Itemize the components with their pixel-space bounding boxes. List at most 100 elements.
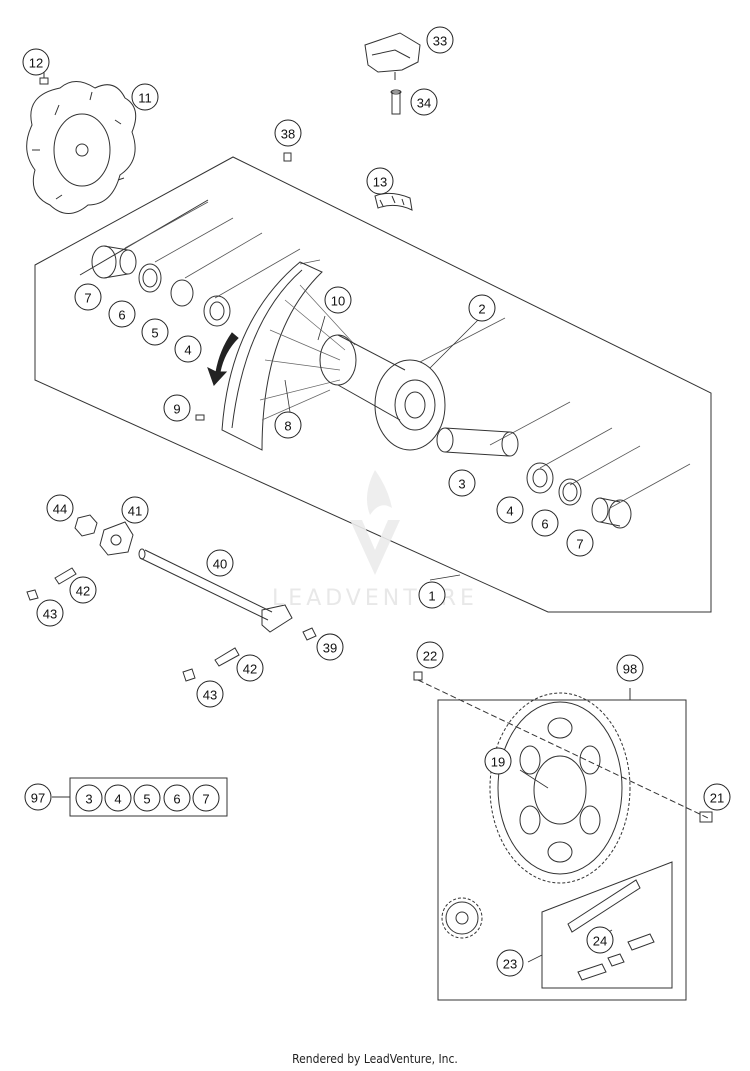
- callout-c23: 23: [496, 949, 524, 977]
- callout-circle: [36, 599, 64, 627]
- callout-circle: [703, 783, 731, 811]
- callout-c43b: 43: [196, 680, 224, 708]
- callout-circle: [206, 549, 234, 577]
- callout-circle: [410, 88, 438, 116]
- callout-label: 2: [478, 302, 485, 317]
- callout-c44: 44: [46, 494, 74, 522]
- callout-c13: 13: [366, 167, 394, 195]
- callout-label: 9: [173, 402, 180, 417]
- chain-kit-box: [541, 861, 673, 989]
- callout-label: 41: [128, 504, 142, 519]
- callout-label: 39: [323, 641, 337, 656]
- callout-c6b: 6: [531, 509, 559, 537]
- callout-c2: 2: [468, 294, 496, 322]
- callout-label: 4: [506, 504, 513, 519]
- callout-k7: 7: [192, 784, 220, 812]
- callout-k5: 5: [133, 784, 161, 812]
- callout-label: 7: [202, 792, 209, 807]
- adjuster-nut-left: [26, 589, 39, 601]
- callout-circle: [496, 496, 524, 524]
- callout-circle: [46, 494, 74, 522]
- callout-circle: [108, 300, 136, 328]
- callout-c98: 98: [616, 654, 644, 682]
- callout-label: 6: [118, 308, 125, 323]
- callout-circle: [484, 747, 512, 775]
- callout-circle: [75, 784, 103, 812]
- callout-circle: [131, 83, 159, 111]
- callout-circle: [236, 654, 264, 682]
- callout-c7a: 7: [74, 283, 102, 311]
- callout-circle: [69, 576, 97, 604]
- axle-cap: [302, 627, 317, 641]
- callout-c6a: 6: [108, 300, 136, 328]
- chain: [567, 879, 655, 981]
- callout-c22: 22: [416, 641, 444, 669]
- left-bearing-leaders: [124, 201, 321, 299]
- callout-c7b: 7: [566, 529, 594, 557]
- callout-c38: 38: [274, 119, 302, 147]
- valve: [195, 414, 205, 421]
- callout-k3: 3: [75, 784, 103, 812]
- callout-circle: [468, 294, 496, 322]
- adjuster-bolt-left: [54, 567, 77, 585]
- callout-circle: [316, 633, 344, 661]
- callout-c42a: 42: [69, 576, 97, 604]
- callout-label: 97: [31, 791, 45, 806]
- hub: [319, 334, 446, 451]
- callout-circle: [163, 394, 191, 422]
- callout-c40: 40: [206, 549, 234, 577]
- callout-circle: [141, 318, 169, 346]
- callout-label: 11: [138, 91, 152, 106]
- callout-label: 44: [53, 502, 67, 517]
- callout-label: 1: [428, 589, 435, 604]
- callout-c34: 34: [410, 88, 438, 116]
- callout-circle: [366, 167, 394, 195]
- callout-circle: [163, 784, 191, 812]
- callout-c97: 97: [24, 783, 52, 811]
- callout-c33: 33: [426, 26, 454, 54]
- callout-c21: 21: [703, 783, 731, 811]
- valve-cap: [283, 152, 292, 162]
- callout-c8: 8: [274, 411, 302, 439]
- hub-assembly-frame: [34, 156, 712, 613]
- callout-k6: 6: [163, 784, 191, 812]
- callout-c11: 11: [131, 83, 159, 111]
- callout-circle: [104, 784, 132, 812]
- rotation-arrow-icon: [207, 332, 239, 386]
- callout-c1: 1: [418, 581, 446, 609]
- disc-guard: [364, 32, 421, 80]
- callout-circle: [121, 496, 149, 524]
- brake-disc: [26, 81, 137, 214]
- callout-circle: [586, 926, 614, 954]
- guard-bolt: [390, 89, 402, 115]
- callout-c24: 24: [586, 926, 614, 954]
- callout-circle: [274, 411, 302, 439]
- right-bearing: [526, 462, 554, 494]
- callout-circle: [426, 26, 454, 54]
- callout-circle: [416, 641, 444, 669]
- callout-label: 43: [43, 607, 57, 622]
- callout-label: 3: [85, 792, 92, 807]
- callout-label: 7: [576, 537, 583, 552]
- callout-circle: [22, 48, 50, 76]
- rim-tape: [374, 192, 413, 211]
- watermark: LEADVENTURE: [272, 470, 474, 611]
- callout-label: 4: [114, 792, 121, 807]
- axle: [138, 548, 293, 633]
- callout-circle: [496, 949, 524, 977]
- callout-c41: 41: [121, 496, 149, 524]
- right-seal: [558, 478, 582, 506]
- axle-nut: [74, 514, 98, 537]
- callout-circle: [616, 654, 644, 682]
- callout-label: 21: [710, 791, 724, 806]
- front-sprocket: [441, 897, 483, 939]
- callout-label: 5: [143, 792, 150, 807]
- left-spacer-seal: [91, 245, 137, 279]
- callout-circle: [133, 784, 161, 812]
- callout-label: 8: [284, 419, 291, 434]
- callout-circle: [418, 581, 446, 609]
- footer-credit: Rendered by LeadVenture, Inc.: [292, 1052, 458, 1066]
- callout-circle: [192, 784, 220, 812]
- spokes: [259, 284, 356, 421]
